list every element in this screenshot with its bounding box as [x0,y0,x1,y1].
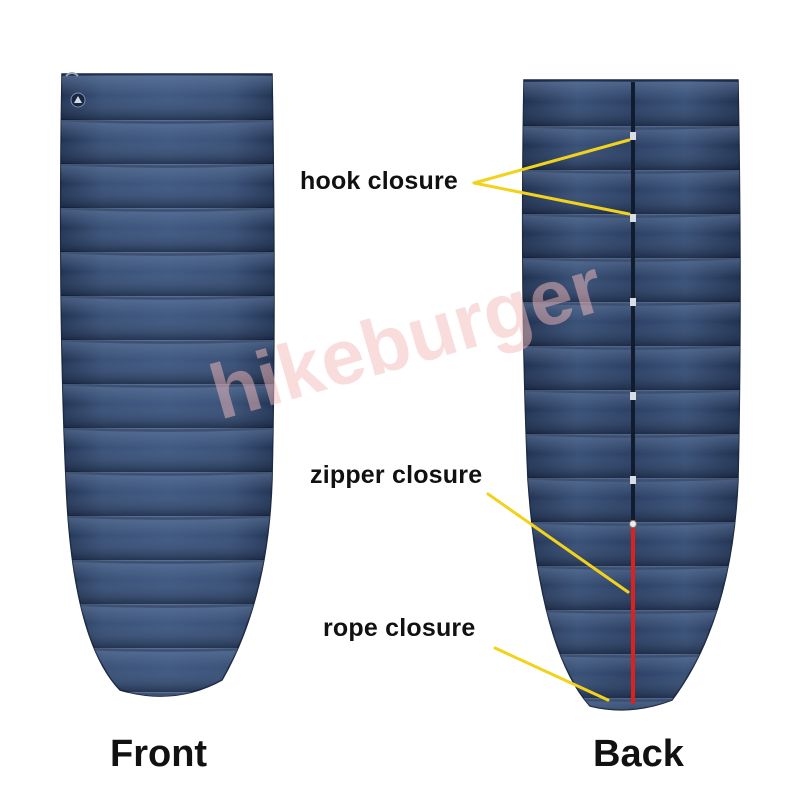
front-sleeping-bag [59,72,275,697]
back-sleeping-bag [521,79,741,711]
drawcord-toggle-icon [65,72,79,77]
hook-closures [630,132,636,484]
baffle-tube [60,648,274,692]
hook-icon [630,214,636,222]
baffle-tube [60,252,274,296]
baffle-tube [60,76,274,120]
rope-closure-label: rope closure [323,614,476,642]
baffle-tube [60,296,274,340]
baffle-tube [60,516,274,560]
baffle-tube [60,560,274,604]
callout-lines [472,138,631,702]
hook-icon [630,298,636,306]
rope-leader-line [493,646,610,702]
hook-icon [630,132,636,140]
front-baffles [60,76,274,697]
front-caption: Front [110,733,208,775]
baffle-tube [60,384,274,428]
brand-logo-icon [70,92,86,108]
zipper-pull-icon [629,520,637,528]
baffle-tube [60,692,274,697]
baffle-tube [60,472,274,516]
baffle-tube [60,164,274,208]
zipper-leader-line [486,492,630,594]
back-caption: Back [593,733,684,775]
hook-icon [630,392,636,400]
hook-leader-line-top [472,138,631,185]
hook-icon [630,476,636,484]
baffle-tube [60,120,274,164]
baffle-tube [60,604,274,648]
baffle-tube [60,428,274,472]
zipper-closure-label: zipper closure [310,461,483,489]
hook-leader-line-bottom [472,181,631,216]
baffle-tube [60,208,274,252]
baffle-tube [60,340,274,384]
hook-closure-label: hook closure [300,167,458,195]
